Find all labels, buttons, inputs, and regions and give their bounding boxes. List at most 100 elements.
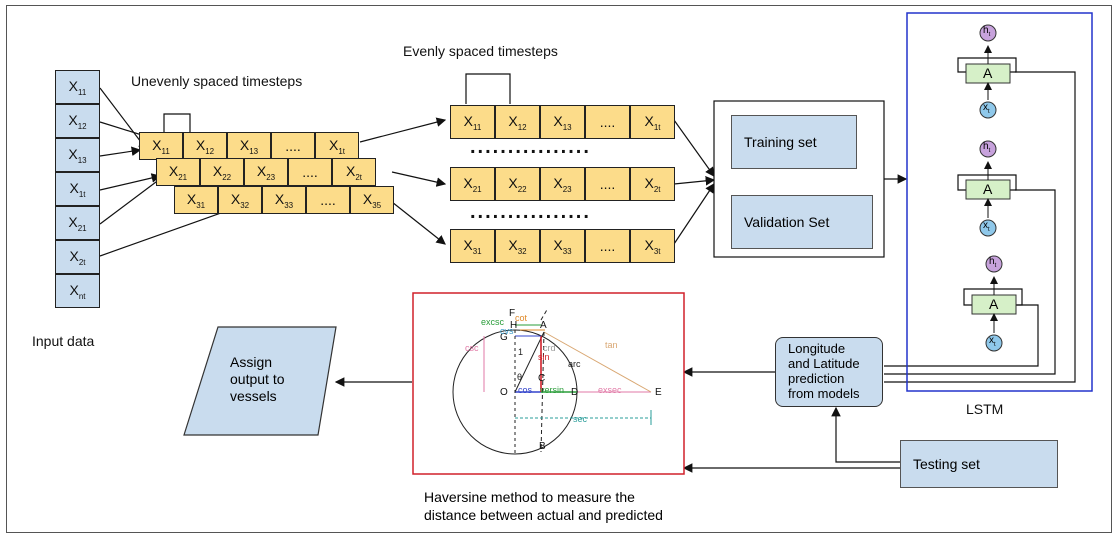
uneven-cell-2-2-subscript: 33 [284,200,294,210]
uneven-cell-0-1: X12 [183,132,227,160]
uneven-cell-0-2-subscript: 13 [249,146,259,156]
uneven-cell-1-0: X21 [156,158,200,186]
lstm-output-2-text: h [989,256,995,267]
lstm-output-1-text: h [983,141,989,152]
training-set-box: Training set [731,115,857,169]
input-cell-1-symbol: X12 [68,111,87,131]
input-cell-3: X1t [55,172,100,206]
input-cell-6-subscript: nt [78,291,86,301]
uneven-cell-1-3: .... [288,158,332,186]
input-cell-5-subscript: 2t [78,257,86,267]
even-cell-1-1-symbol: X22 [508,174,527,194]
lstm-cell-2 [957,140,1017,237]
input-cell-4-subscript: 21 [77,223,87,233]
testing-set-box: Testing set [900,440,1058,488]
even-cell-2-1: X32 [495,229,540,263]
arrow-in-13 [99,146,142,157]
input-cell-6: Xnt [55,274,100,308]
arrow-test-pred [831,406,900,463]
training-set-label: Training set [744,134,817,150]
even-cell-2-3-symbol: .... [599,238,616,254]
haversine-point-c: C [538,373,546,384]
uneven-cell-0-0-symbol: X11 [152,136,170,156]
lstm-input-0-sub: t [988,109,990,115]
even-cell-2-1-subscript: 32 [517,246,527,256]
even-cell-1-0-subscript: 21 [472,184,482,194]
lstm-output-0: ht [983,25,990,38]
even-cell-2-0: X31 [450,229,495,263]
uneven-cell-1-0-subscript: 21 [178,172,188,182]
uneven-cell-2-3-symbol: .... [320,192,336,208]
uneven-cell-0-2: X13 [227,132,271,160]
even-cell-2-4: X3t [630,229,675,263]
haversine-point-b: B [539,441,546,452]
input-cell-1-subscript: 12 [77,121,87,131]
uneven-cell-2-0-subscript: 31 [196,200,206,210]
even-cell-1-4: X2t [630,167,675,201]
even-cell-1-2: X23 [540,167,585,201]
loop-even [465,73,511,104]
uneven-cell-2-0-symbol: X31 [186,190,206,210]
input-cell-0-subscript: 11 [78,87,87,97]
lstm-gate-2-text: A [989,296,999,312]
haversine-point-o: O [500,387,508,398]
validation-set-box: Validation Set [731,195,873,249]
uneven-cell-1-4-subscript: 2t [355,172,362,182]
prediction-line-3: prediction [788,371,845,386]
haversine-term-8: θ [517,372,523,382]
even-cell-0-1-subscript: 12 [517,122,527,132]
uneven-cell-2-4: X35 [350,186,394,214]
even-cell-1-1: X22 [495,167,540,201]
haversine-caption: Haversine method to measure the distance… [424,488,663,524]
uneven-cell-0-3: .... [271,132,315,160]
uneven-cell-0-4: X1t [315,132,359,160]
even-cell-1-3-symbol: .... [599,176,616,192]
haversine-geometry [452,307,652,455]
haversine-term-12: sec [573,414,588,424]
input-cell-0-symbol: X11 [68,77,87,97]
even-cell-2-0-subscript: 31 [472,246,482,256]
prediction-line-1: Longitude [788,341,846,356]
uneven-cell-1-0-symbol: X21 [168,162,188,182]
prediction-line-4: from models [788,386,860,401]
lstm-cell-1 [957,24,1017,119]
even-cell-1-1-subscript: 22 [517,184,527,194]
uneven-cell-2-2-symbol: X33 [274,190,294,210]
even-cell-0-2-subscript: 13 [562,122,572,132]
uneven-cell-1-2: X23 [244,158,288,186]
haversine-term-4: 1 [518,347,524,357]
uneven-cell-1-4: X2t [332,158,376,186]
even-cell-2-0-symbol: X31 [463,236,482,256]
even-cell-2-2: X33 [540,229,585,263]
haversine-caption-line-1: Haversine method to measure the [424,489,635,505]
uneven-cell-0-2-symbol: X13 [239,136,259,156]
assign-line-2: output to [230,371,285,387]
even-cell-2-1-symbol: X32 [508,236,527,256]
input-cell-4: X21 [55,206,100,240]
uneven-cell-2-0: X31 [174,186,218,214]
haversine-term-5: sin [538,352,550,362]
line-lstm1-out [884,71,1076,383]
even-cell-0-3-symbol: .... [599,114,616,130]
input-cell-3-symbol: X1t [69,179,86,199]
input-cell-0: X11 [55,70,100,104]
even-cell-2-4-symbol: X3t [644,236,661,256]
lstm-label: LSTM [966,401,1004,417]
even-cell-1-3: .... [585,167,630,201]
lstm-frame [906,12,1093,392]
haversine-term-9: cos [518,385,533,395]
haversine-point-g: G [500,332,508,343]
input-cell-4-symbol: X21 [68,213,87,233]
uneven-cell-2-1: X32 [218,186,262,214]
arrow-e3-sets [673,183,715,245]
uneven-cell-1-1-symbol: X22 [212,162,232,182]
validation-set-label: Validation Set [744,214,830,230]
even-cell-1-0-symbol: X21 [463,174,482,194]
even-cell-0-4-subscript: 1t [653,122,661,132]
lstm-input-1-text: x [983,220,988,231]
haversine-point-f: F [509,308,516,319]
even-cell-0-2-symbol: X13 [553,112,572,132]
haversine-term-1: cot [515,313,528,323]
even-row-dots-2: ................ [470,201,591,223]
lstm-output-2-sub: t [994,263,997,269]
